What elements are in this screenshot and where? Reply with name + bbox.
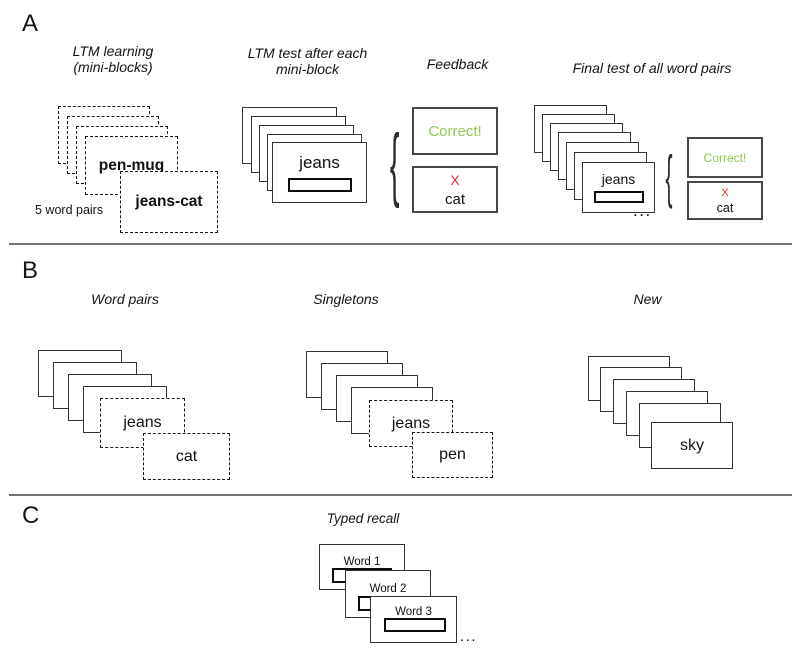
panel-divider bbox=[9, 494, 792, 496]
error-word: cat bbox=[716, 200, 734, 215]
cue-word: jeans bbox=[123, 414, 162, 431]
typed-recall-card-3: Word 3 bbox=[370, 596, 457, 643]
cue-word: jeans bbox=[601, 171, 636, 187]
error-x-mark: X bbox=[450, 171, 460, 188]
curly-brace-glyph: { bbox=[390, 118, 400, 210]
target-word: pen bbox=[439, 446, 466, 463]
ltm-learning-title: LTM learning (mini-blocks) bbox=[38, 43, 188, 75]
cue-word: jeans bbox=[299, 153, 340, 172]
feedback-correct-box: Correct! bbox=[412, 107, 498, 155]
recall-word-label: Word 3 bbox=[395, 606, 432, 618]
panel-b-label: B bbox=[22, 257, 39, 284]
cue-word: jeans bbox=[391, 414, 431, 432]
new-word: sky bbox=[680, 436, 704, 454]
feedback-error-box: X cat bbox=[687, 181, 763, 220]
ltm-test-title: LTM test after each mini-block bbox=[230, 45, 385, 77]
answer-input-box bbox=[287, 178, 352, 192]
answer-input-box bbox=[593, 191, 644, 203]
word-pairs-title: Word pairs bbox=[91, 291, 159, 307]
curly-brace-icon: { bbox=[659, 142, 679, 216]
typed-input-box bbox=[384, 618, 446, 632]
cue-card-jeans: jeans bbox=[369, 400, 453, 447]
word-pairs-count-caption: 5 word pairs bbox=[35, 203, 104, 217]
target-card-cat: cat bbox=[143, 433, 230, 480]
feedback-correct-text: Correct! bbox=[703, 150, 747, 165]
error-x-mark: X bbox=[721, 186, 729, 199]
target-card-pen: pen bbox=[412, 432, 493, 478]
ellipsis: ... bbox=[460, 628, 478, 645]
feedback-correct-text: Correct! bbox=[428, 122, 482, 140]
word-pair-text: jeans-cat bbox=[135, 193, 203, 210]
new-word-card-sky: sky bbox=[651, 422, 733, 469]
ltm-test-title-line1: LTM test after each bbox=[247, 45, 368, 61]
panel-a-label: A bbox=[22, 10, 39, 37]
word-pair-card-jeans-cat: jeans-cat bbox=[120, 171, 218, 233]
feedback-error-box: X cat bbox=[412, 166, 498, 213]
error-word: cat bbox=[444, 190, 465, 208]
target-word: cat bbox=[175, 447, 198, 465]
panel-divider bbox=[9, 243, 792, 245]
feedback-correct-box: Correct! bbox=[687, 137, 763, 178]
ltm-test-title-line2: mini-block bbox=[275, 61, 339, 77]
cue-test-card: jeans bbox=[272, 142, 367, 203]
ellipsis: ... bbox=[633, 201, 652, 220]
recall-word-label: Word 1 bbox=[343, 556, 381, 568]
ltm-learning-title-line2: (mini-blocks) bbox=[73, 59, 153, 75]
feedback-title: Feedback bbox=[426, 56, 489, 72]
new-title: New bbox=[633, 291, 662, 307]
curly-brace-glyph: { bbox=[665, 145, 673, 211]
final-cue-test-card: jeans bbox=[582, 162, 655, 213]
curly-brace-icon: { bbox=[384, 114, 406, 216]
word-pair-text: pen-mug bbox=[98, 156, 165, 174]
ltm-learning-title-line1: LTM learning bbox=[72, 43, 154, 59]
final-test-title: Final test of all word pairs bbox=[572, 60, 732, 76]
panel-c-label: C bbox=[22, 502, 40, 529]
singletons-title: Singletons bbox=[313, 291, 379, 307]
recall-word-label: Word 2 bbox=[369, 583, 407, 595]
typed-recall-title: Typed recall bbox=[326, 511, 400, 526]
